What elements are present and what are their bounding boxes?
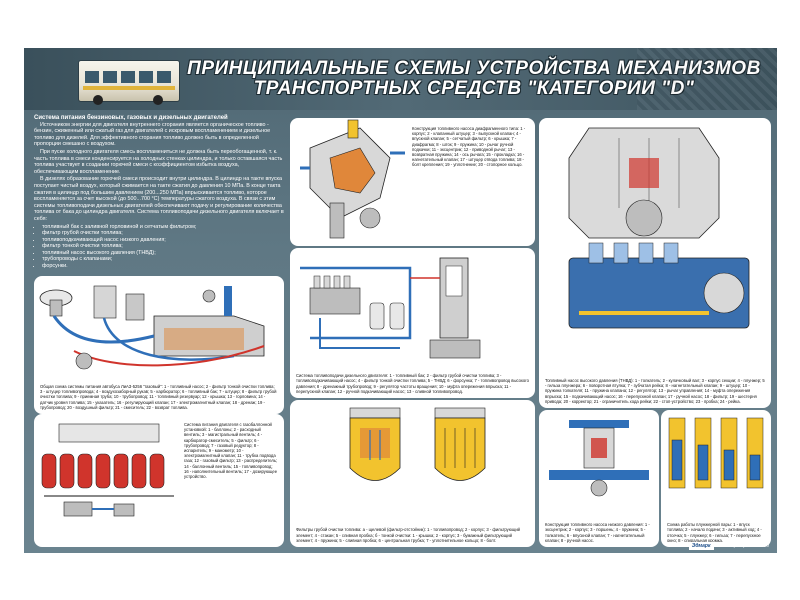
panel-diesel-fuel-system: Система топливоподачи дизельного двигате… bbox=[290, 248, 535, 398]
pump-cutaway-diagram bbox=[300, 119, 405, 239]
footer: Эдмарк © тел.:(495) 987-47-30 bbox=[688, 542, 769, 550]
list-item: топливоподкачивающий насос низкого давле… bbox=[42, 237, 284, 244]
publisher-phone: © тел.:(495) 987-47-30 bbox=[717, 543, 769, 549]
lp-pump-diagram bbox=[549, 420, 649, 497]
list-item: фильтр тонкой очистки топлива; bbox=[42, 243, 284, 250]
panel-low-pressure-pump: Конструкция топливного насоса низкого да… bbox=[539, 410, 659, 547]
diesel-system-diagram bbox=[300, 257, 481, 359]
header-decoration bbox=[637, 48, 777, 110]
panel-caption: Фильтры грубой очистки топлива: а - щеле… bbox=[296, 527, 521, 543]
panel-caption: Конструкция топливного насоса диафрагмен… bbox=[412, 126, 526, 168]
header: ПРИНЦИПИАЛЬНЫЕ СХЕМЫ УСТРОЙСТВА МЕХАНИЗМ… bbox=[24, 48, 777, 110]
title-line-1: ПРИНЦИПИАЛЬНЫЕ СХЕМЫ УСТРОЙСТВА МЕХАНИЗМ… bbox=[187, 58, 761, 79]
panel-caption: Схема работы плунжерной пары: 1 - впуск … bbox=[667, 522, 762, 543]
plunger-diagram bbox=[668, 417, 764, 489]
title-line-2: ТРАНСПОРТНЫХ СРЕДСТВ "КАТЕГОРИИ "D" bbox=[253, 78, 695, 99]
gas-system-diagram bbox=[41, 423, 174, 517]
list-item: топливный бак с заливной горловиной и се… bbox=[42, 224, 284, 231]
panel-bus-fuel-system: Общая схема системы питания автобуса ЛиА… bbox=[34, 276, 284, 414]
panel-caption: Система топливоподачи дизельного двигате… bbox=[296, 373, 529, 394]
intro-paragraph: Источником энергии для двигателя внутрен… bbox=[34, 121, 271, 148]
component-list: топливный бак с заливной горловиной и се… bbox=[34, 224, 284, 270]
list-item: трубопроводы с клапанами; bbox=[42, 256, 284, 263]
list-item: форсунки. bbox=[42, 263, 284, 270]
panel-injection-pump: Топливный насос высокого давления (ТНВД)… bbox=[539, 118, 771, 408]
poster: ПРИНЦИПИАЛЬНЫЕ СХЕМЫ УСТРОЙСТВА МЕХАНИЗМ… bbox=[24, 48, 777, 553]
intro-text: Система питания бензиновых, газовых и ди… bbox=[34, 115, 284, 320]
panel-caption: Конструкция топливного насоса низкого да… bbox=[545, 522, 650, 543]
panel-caption: Топливный насос высокого давления (ТНВД)… bbox=[545, 377, 765, 404]
intro-paragraph: В дизелях образование горючей смеси прои… bbox=[34, 176, 284, 222]
list-item: топливный насос высокого давления (ТНВД)… bbox=[42, 250, 284, 257]
bus-image bbox=[78, 60, 180, 105]
panel-caption: Общая схема системы питания автобуса ЛиА… bbox=[40, 383, 277, 410]
fuel-system-diagram bbox=[39, 285, 265, 370]
page-title: ПРИНЦИПИАЛЬНЫЕ СХЕМЫ УСТРОЙСТВА МЕХАНИЗМ… bbox=[174, 59, 774, 99]
panel-fuel-pump: Конструкция топливного насоса диафрагмен… bbox=[290, 118, 535, 246]
panel-plunger-pairs: Схема работы плунжерной пары: 1 - впуск … bbox=[661, 410, 771, 547]
publisher-logo: Эдмарк bbox=[688, 542, 714, 550]
list-item: фильтр грубой очистки топлива; bbox=[42, 230, 284, 237]
intro-heading: Система питания бензиновых, газовых и ди… bbox=[34, 115, 228, 121]
panel-gas-cylinder-system: Система питания двигателя с газобаллонно… bbox=[34, 414, 284, 547]
panel-caption: Система питания двигателя с газобаллонно… bbox=[184, 422, 278, 480]
filters-diagram bbox=[349, 407, 486, 481]
engine-diagram bbox=[568, 127, 750, 329]
intro-paragraph: При пуске холодного двигателя смесь восп… bbox=[34, 148, 283, 175]
panel-fuel-filters: Фильтры грубой очистки топлива: а - щеле… bbox=[290, 400, 535, 547]
